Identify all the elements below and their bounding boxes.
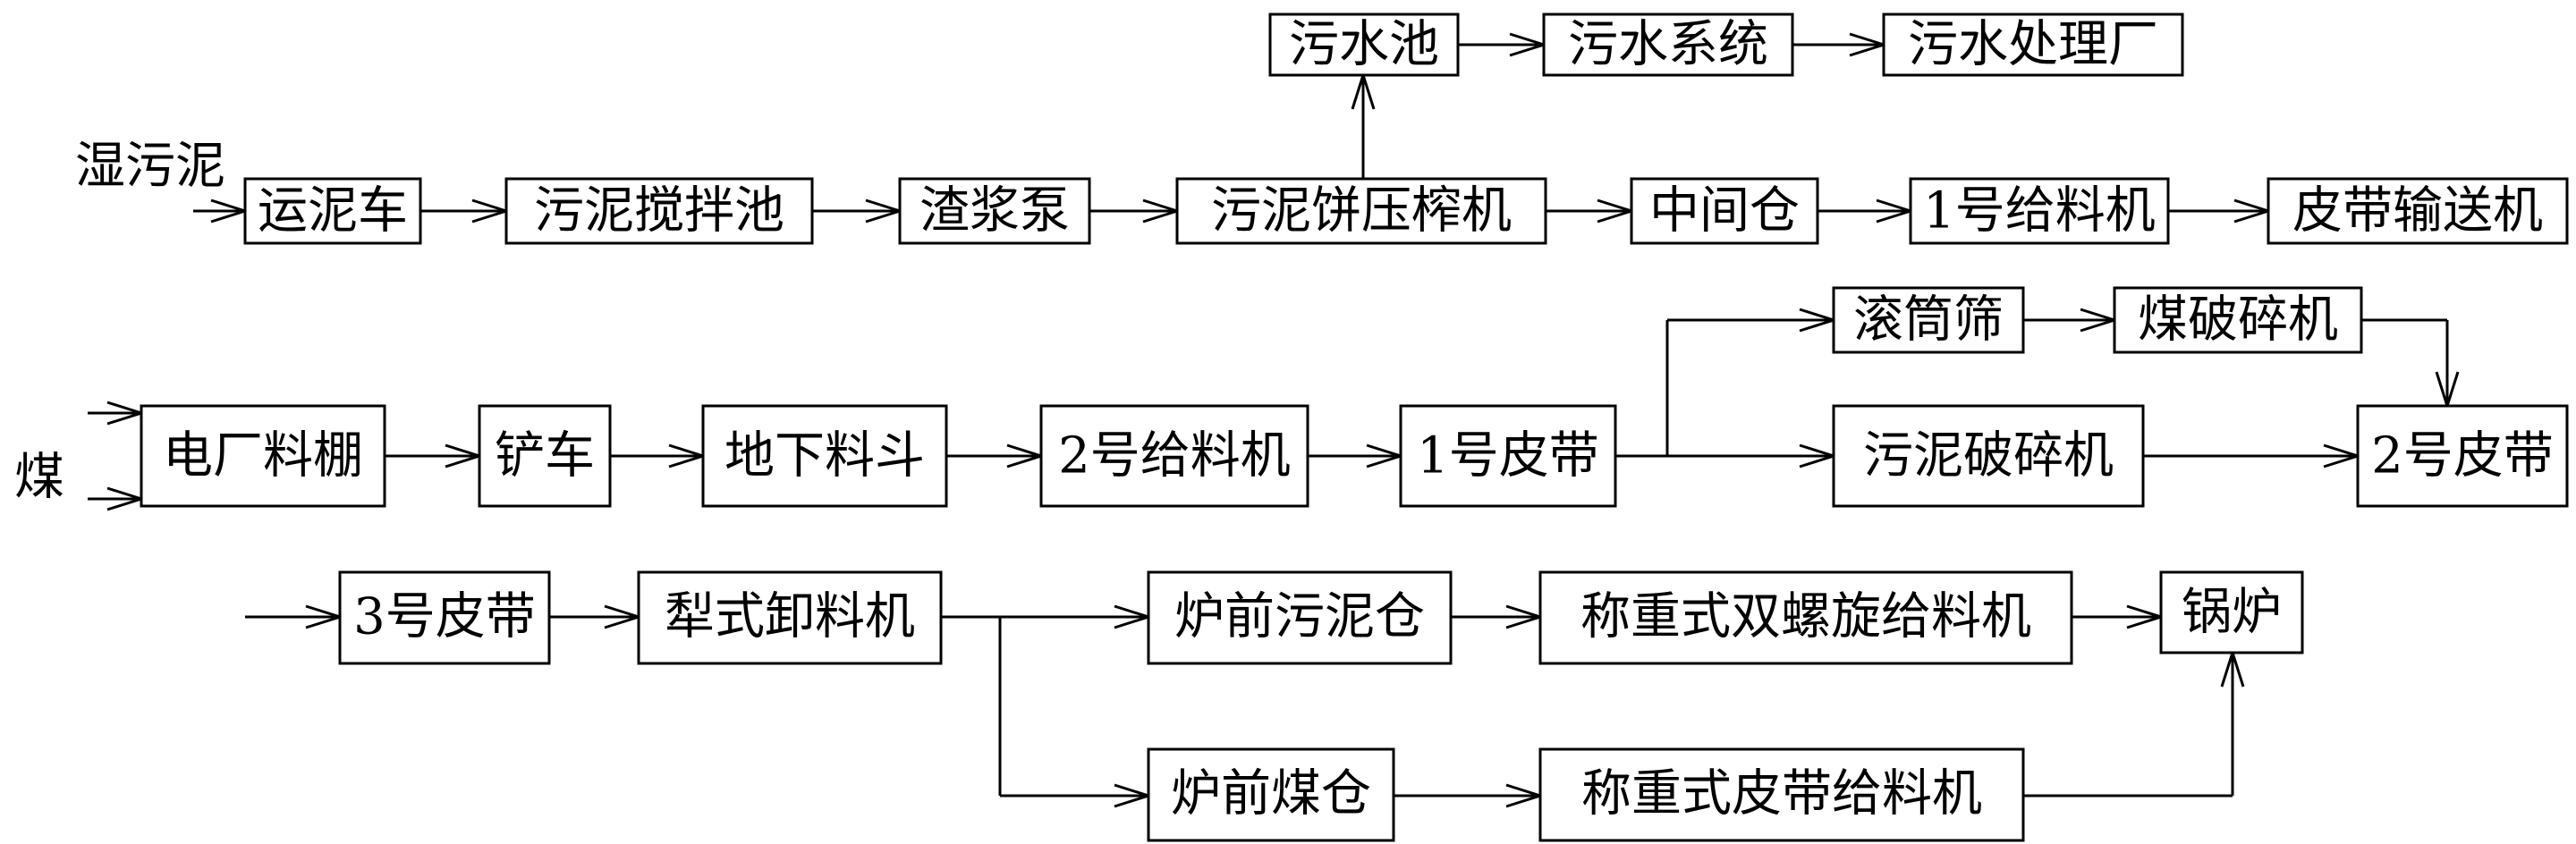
node-label: 炉前污泥仓	[1174, 588, 1425, 646]
node-under-hopper: 地下料斗	[701, 404, 948, 508]
node-coal-shed: 电厂料棚	[140, 404, 386, 508]
node-drum-screen: 滚筒筛	[1832, 286, 2025, 354]
node-belt-1: 1号皮带	[1399, 404, 1617, 508]
node-front-coal-bin: 炉前煤仓	[1147, 747, 1395, 842]
node-label: 滚筒筛	[1853, 291, 2004, 350]
node-label: 称重式皮带给料机	[1581, 765, 1982, 823]
node-slurry-pump: 渣浆泵	[898, 177, 1091, 245]
node-label: 污泥饼压榨机	[1211, 182, 1512, 241]
node-label: 地下料斗	[724, 427, 925, 485]
node-label: 3号皮带	[353, 588, 536, 646]
node-sewage-plant: 污水处理厂	[1882, 13, 2184, 77]
node-label: 污泥搅拌池	[534, 182, 784, 241]
node-mid-bin: 中间仓	[1630, 177, 1819, 245]
node-label: 渣浆泵	[919, 182, 1070, 241]
node-twin-screw-feeder: 称重式双螺旋给料机	[1538, 570, 2073, 665]
node-sludge-crusher: 污泥破碎机	[1832, 404, 2145, 508]
wet-sludge-label: 湿污泥	[75, 138, 225, 196]
node-label: 炉前煤仓	[1171, 765, 1371, 823]
node-label: 中间仓	[1649, 182, 1800, 241]
node-mud-truck: 运泥车	[243, 177, 422, 245]
node-label: 污水处理厂	[1908, 16, 2158, 74]
node-label: 1号给料机	[1923, 182, 2156, 241]
node-sludge-mix-tank: 污泥搅拌池	[504, 177, 814, 245]
node-belt-feeder: 称重式皮带给料机	[1538, 747, 2025, 842]
node-label: 犁式卸料机	[665, 588, 915, 646]
node-label: 污水池	[1289, 16, 1439, 74]
node-coal-crusher: 煤破碎机	[2113, 286, 2363, 354]
node-sewage-system: 污水系统	[1542, 13, 1794, 77]
node-label: 煤破碎机	[2138, 291, 2338, 350]
edges	[88, 43, 2449, 798]
node-label: 2号给料机	[1058, 427, 1291, 485]
node-label: 1号皮带	[1417, 427, 1599, 485]
coal-label: 煤	[14, 449, 64, 507]
node-sludge-press: 污泥饼压榨机	[1175, 177, 1547, 245]
node-label: 污水系统	[1568, 16, 1768, 74]
node-boiler: 锅炉	[2159, 570, 2304, 654]
node-label: 皮带输送机	[2292, 182, 2543, 241]
node-feeder-1: 1号给料机	[1909, 177, 2170, 245]
node-belt-conveyor: 皮带输送机	[2267, 177, 2569, 245]
node-belt-3: 3号皮带	[338, 570, 551, 665]
node-label: 2号皮带	[2371, 427, 2554, 485]
node-belt-2: 2号皮带	[2356, 404, 2569, 508]
node-label: 铲车	[495, 427, 595, 485]
node-front-sludge-bin: 炉前污泥仓	[1147, 570, 1453, 665]
node-label: 电厂料棚	[163, 427, 363, 485]
node-plow-unloader: 犁式卸料机	[637, 570, 943, 665]
node-label: 污泥破碎机	[1863, 427, 2114, 485]
node-loader: 铲车	[478, 404, 612, 508]
node-feeder-2: 2号给料机	[1039, 404, 1309, 508]
node-label: 锅炉	[2182, 584, 2282, 642]
node-label: 称重式双螺旋给料机	[1580, 588, 2031, 646]
node-sewage-pool: 污水池	[1268, 13, 1460, 77]
node-label: 运泥车	[258, 182, 408, 241]
